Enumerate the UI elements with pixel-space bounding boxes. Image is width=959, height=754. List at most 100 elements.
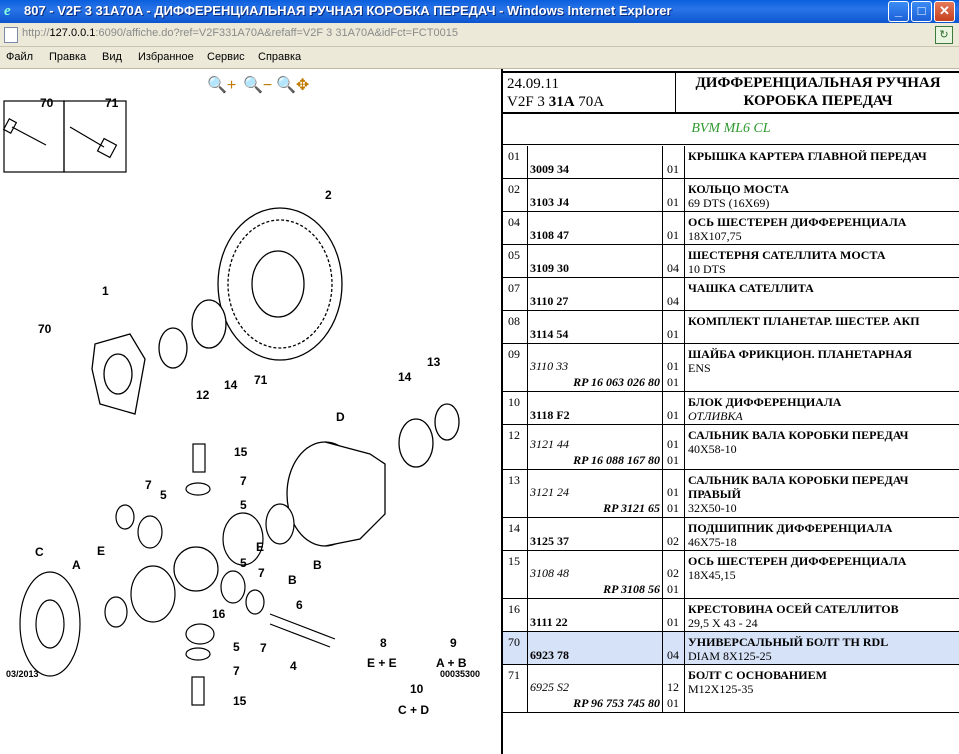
menu-item-help[interactable]: Справка (258, 51, 302, 63)
callout-label: 16 (212, 607, 226, 621)
quantity-cell: 01 (663, 311, 685, 343)
reference-cell: 3110 27 (528, 278, 663, 310)
part-reference[interactable]: 6923 78 (530, 648, 569, 662)
callout-label: 7 (233, 664, 240, 678)
zoom-out-icon[interactable]: 🔍− (243, 77, 273, 94)
quantity: 01 (667, 485, 679, 499)
callout-label: B (288, 573, 297, 587)
part-detail: 69 DTS (16X69) (688, 196, 770, 210)
callout-label: 5 (240, 556, 247, 570)
replacement-reference[interactable]: RP 16 088 167 80 (573, 453, 660, 467)
part-reference[interactable]: 3009 34 (530, 162, 569, 176)
go-icon[interactable]: ↻ (935, 26, 953, 44)
menu-item-tools[interactable]: Сервис (207, 51, 245, 63)
menu-item-favorites[interactable]: Избранное (138, 51, 194, 63)
url-text[interactable]: http://127.0.0.1:6090/affiche.do?ref=V2F… (22, 27, 458, 39)
part-reference[interactable]: 3110 27 (530, 294, 569, 308)
maximize-button[interactable]: □ (911, 1, 932, 22)
part-reference[interactable]: 3121 44 (530, 437, 569, 451)
quantity-cell: 01 (663, 179, 685, 211)
item-number: 14 (503, 518, 528, 550)
item-number: 07 (503, 278, 528, 310)
part-reference[interactable]: 3114 54 (530, 327, 569, 341)
part-name: ЧАШКА САТЕЛЛИТА (688, 281, 814, 295)
callout-label: 7 (145, 478, 152, 492)
quantity: 01 (667, 228, 679, 242)
part-reference[interactable]: 3121 24 (530, 485, 569, 499)
reference-cell: 3103 J4 (528, 179, 663, 211)
reference-cell: 3110 33 RP 16 063 026 80 (528, 344, 663, 391)
part-reference[interactable]: 3108 48 (530, 566, 569, 580)
callout-label: 6 (296, 598, 303, 612)
address-bar[interactable]: http://127.0.0.1:6090/affiche.do?ref=V2F… (0, 23, 959, 47)
replacement-reference[interactable]: RP 3108 56 (603, 582, 660, 596)
minimize-button[interactable]: _ (888, 1, 909, 22)
part-reference[interactable]: 3109 30 (530, 261, 569, 275)
reference-cell: 3109 30 (528, 245, 663, 277)
title-bar: e 807 - V2F 3 31A70A - ДИФФЕРЕНЦИАЛЬНАЯ … (0, 0, 959, 23)
part-reference[interactable]: 3103 J4 (530, 195, 569, 209)
part-name: ШЕСТЕРНЯ САТЕЛЛИТА МОСТА (688, 248, 886, 262)
callout-label: A (72, 558, 81, 572)
part-reference[interactable]: 3111 22 (530, 615, 568, 629)
close-button[interactable]: ✕ (934, 1, 955, 22)
quantity: 01 (667, 582, 679, 596)
callout-label: 70 (40, 96, 54, 110)
quantity: 04 (667, 648, 679, 662)
replacement-reference[interactable]: RP 3121 65 (603, 501, 660, 515)
part-reference[interactable]: 3110 33 (530, 359, 569, 373)
item-number: 13 (503, 470, 528, 517)
part-name: БОЛТ С ОСНОВАНИЕМ (688, 668, 827, 682)
part-reference[interactable]: 3125 37 (530, 534, 569, 548)
part-detail: 18X107,75 (688, 229, 742, 243)
replacement-reference[interactable]: RP 96 753 745 80 (573, 696, 660, 710)
part-name: САЛЬНИК ВАЛА КОРОБКИ ПЕРЕДАЧ ПРАВЫЙ (688, 473, 909, 501)
part-detail: 40X58-10 (688, 442, 737, 456)
callout-label: 7 (240, 474, 247, 488)
ie-logo-icon: e (4, 3, 11, 19)
quantity-cell: 01 (663, 212, 685, 244)
quantity: 02 (667, 534, 679, 548)
part-reference[interactable]: 3108 47 (530, 228, 569, 242)
zoom-in-icon[interactable]: 🔍+ (207, 77, 237, 94)
callout-label: 14 (224, 378, 238, 392)
menu-item-file[interactable]: Файл (6, 51, 34, 63)
table-header: 24.09.11 V2F 3 31A 70A ДИФФЕРЕНЦИАЛЬНАЯ … (503, 71, 959, 114)
menu-item-edit[interactable]: Правка (49, 51, 87, 63)
callout-label: 7 (258, 566, 265, 580)
quantity: 01 (667, 615, 679, 629)
header-title: ДИФФЕРЕНЦИАЛЬНАЯ РУЧНАЯ КОРОБКА ПЕРЕДАЧ (695, 75, 941, 109)
callout-label: 5 (233, 640, 240, 654)
replacement-reference[interactable]: RP 16 063 026 80 (573, 375, 660, 389)
pan-icon[interactable]: 🔍✥ (276, 77, 310, 94)
quantity-cell: 01 (663, 392, 685, 424)
menu-item-view[interactable]: Вид (102, 51, 122, 63)
item-number: 71 (503, 665, 528, 712)
quantity: 02 (667, 566, 679, 580)
reference-cell: 3121 44 RP 16 088 167 80 (528, 425, 663, 469)
reference-cell: 3108 48 RP 3108 56 (528, 551, 663, 598)
part-reference[interactable]: 3118 F2 (530, 408, 570, 422)
part-name: ОСЬ ШЕСТЕРЕН ДИФФЕРЕНЦИАЛА (688, 554, 907, 568)
part-reference[interactable]: 6925 S2 (530, 680, 569, 694)
callout-label: 70 (38, 322, 52, 336)
